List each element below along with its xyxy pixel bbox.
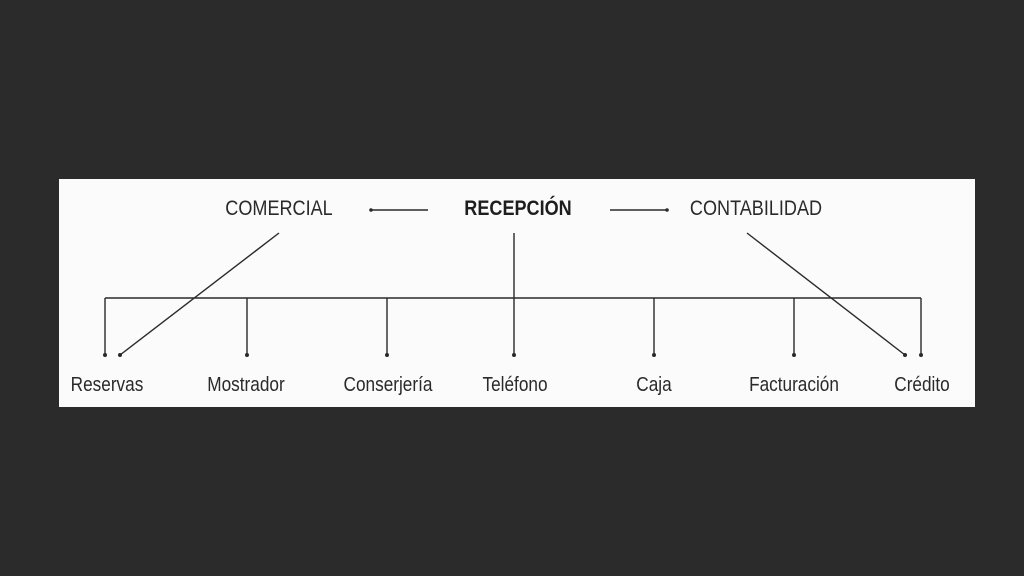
recepcion-label: RECEPCIÓN: [464, 197, 572, 220]
department-facturacion: Facturación: [749, 374, 839, 396]
contabilidad-label: CONTABILIDAD: [689, 197, 823, 220]
comercial-label: COMERCIAL: [225, 197, 333, 220]
department-credito: Crédito: [894, 374, 950, 396]
dot-mostrador: [245, 353, 249, 357]
department-caja: Caja: [636, 374, 672, 396]
dot-facturacion: [792, 353, 796, 357]
org-chart-panel: COMERCIAL RECEPCIÓN CONTABILIDAD Reserva…: [59, 179, 975, 407]
department-reservas: Reservas: [70, 374, 144, 396]
department-telefono: Teléfono: [482, 374, 548, 396]
department-conserjeria: Conserjería: [343, 374, 433, 396]
contabilidad-to-credito-line: [746, 232, 906, 356]
dot-conserjeria: [385, 353, 389, 357]
dot-credito-diagonal: [903, 353, 907, 357]
dot-caja: [652, 353, 656, 357]
dot-telefono: [512, 353, 516, 357]
dot-reservas: [103, 353, 107, 357]
dot-reservas-diagonal: [118, 353, 122, 357]
comercial-to-reservas-line: [119, 232, 280, 356]
org-chart-connectors: [103, 208, 923, 357]
contabilidad-link-dot: [665, 208, 669, 212]
comercial-link-dot: [369, 208, 373, 212]
department-mostrador: Mostrador: [207, 374, 285, 396]
dot-credito: [919, 353, 923, 357]
